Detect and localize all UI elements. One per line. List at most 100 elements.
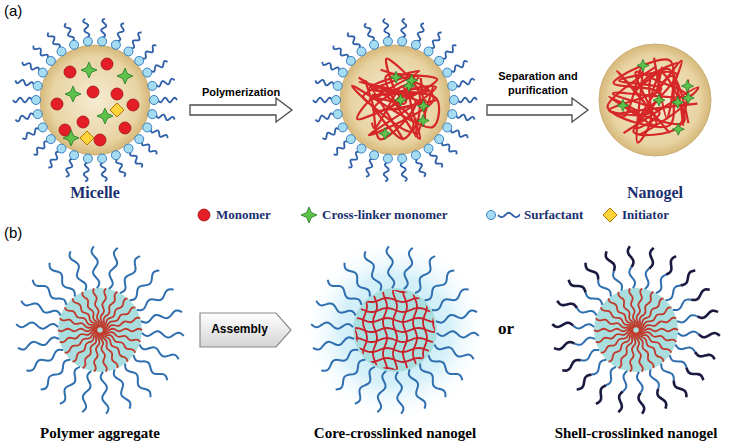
micelle-figure <box>13 19 177 182</box>
step-label: Polymerization <box>202 86 280 100</box>
process-arrow: Assembly <box>199 312 292 348</box>
surfactant-head <box>111 151 120 160</box>
polymer-tail <box>355 367 375 404</box>
polymer-chain <box>102 298 128 327</box>
polymer-tail <box>592 360 607 375</box>
cross-linker <box>672 123 684 135</box>
crosslinked-shell <box>596 385 606 403</box>
legend-symbol <box>196 206 212 224</box>
cross-linker <box>65 86 81 102</box>
surfactant-head <box>38 123 47 132</box>
monomer <box>119 122 131 134</box>
surfactant-head <box>143 68 152 77</box>
surfactant-tail <box>48 33 60 49</box>
surfactant-tail <box>315 113 333 121</box>
polymer-tail <box>21 301 60 316</box>
surfactant-head <box>333 110 342 119</box>
figure-label: Micelle <box>70 184 120 202</box>
polymer-tail <box>420 364 445 398</box>
surfactant-tail <box>348 152 359 168</box>
polymer-tail <box>678 332 699 336</box>
polymer-tail <box>101 372 109 414</box>
polymer-tail <box>134 355 168 380</box>
crosslinked-shell <box>666 256 676 274</box>
core <box>58 288 142 372</box>
polymer-tail <box>120 256 140 293</box>
crosslinked-mesh <box>351 348 439 352</box>
glow <box>303 238 487 422</box>
surfactant-tail <box>322 128 339 139</box>
monomer <box>101 58 113 70</box>
surfactant-tail <box>451 61 468 72</box>
surfactant-tail <box>65 23 74 41</box>
surfactant-tail <box>416 159 425 177</box>
polymer-tail <box>125 364 150 398</box>
crosslinked-shell <box>618 392 622 413</box>
monomer <box>64 66 76 78</box>
surfactant-tail <box>13 98 32 103</box>
polymer-tail <box>623 371 627 392</box>
crosslinked-shell <box>657 389 666 409</box>
polymer-tail <box>82 371 91 412</box>
polymer-chain <box>596 330 633 342</box>
surfactant-tail <box>151 61 168 72</box>
core <box>40 45 150 155</box>
polymer-tail <box>598 280 611 297</box>
core <box>340 45 450 155</box>
process-arrow <box>487 98 588 122</box>
surfactant-tail <box>498 213 520 218</box>
surfactant-tail <box>442 142 457 155</box>
surfactant-tail <box>348 33 360 49</box>
polymer-tail <box>581 350 599 361</box>
surfactant-tail <box>401 19 406 38</box>
surfactant-tail <box>322 62 339 71</box>
surfactant-head <box>448 81 457 90</box>
crosslinked-shell <box>569 280 586 293</box>
crosslinked-shell <box>552 323 573 327</box>
surfactant-head <box>487 211 496 220</box>
polymer-tail <box>336 360 366 390</box>
surfactant-tail <box>442 45 456 58</box>
monomer <box>111 88 123 100</box>
figure-label: Nanogel <box>627 184 683 202</box>
polymer-chain <box>58 329 97 332</box>
surfactant-head <box>411 40 420 49</box>
polymer-tail <box>50 263 75 297</box>
polymer-chain <box>60 330 97 342</box>
nanogel-figure: Shell-crosslinked nanogel <box>548 240 724 442</box>
crosslinked-shell <box>628 246 634 267</box>
polymer-tail <box>677 315 698 322</box>
polymer-chain <box>100 333 107 372</box>
surfactant-tail <box>431 33 442 49</box>
surfactant-head <box>450 96 459 105</box>
surfactant-head <box>411 151 420 160</box>
surfactant-head <box>124 47 133 56</box>
cross-linker <box>682 92 694 104</box>
surfactant-tail <box>15 80 33 86</box>
polymer-tail <box>130 271 160 301</box>
crosslinked-shell <box>577 375 592 390</box>
polymer-tail <box>92 246 100 288</box>
initiator <box>110 103 124 117</box>
polymer-tail <box>60 367 80 404</box>
polymer-tail <box>613 271 622 291</box>
polymer-tail <box>33 280 67 305</box>
polymer-chain <box>93 288 100 327</box>
legend-symbol <box>486 206 520 224</box>
surfactant-tail <box>401 163 407 182</box>
surfactant-tail <box>15 113 33 121</box>
polymer-tail <box>606 367 616 385</box>
polymer-tail <box>313 337 354 349</box>
surfactant-tail <box>142 142 157 155</box>
polymer-tail <box>365 251 382 290</box>
polymer-tail <box>409 369 426 408</box>
surfactant-tail <box>83 19 89 38</box>
aggregate-figure <box>552 246 720 414</box>
arrow-outline <box>200 313 291 347</box>
polymer-tail <box>670 355 687 368</box>
crosslinked-shell <box>680 271 695 286</box>
legend-symbol <box>602 206 618 224</box>
polymer-tail <box>404 248 413 289</box>
crosslinked-shell <box>649 248 653 269</box>
surfactant-tail <box>430 152 442 168</box>
